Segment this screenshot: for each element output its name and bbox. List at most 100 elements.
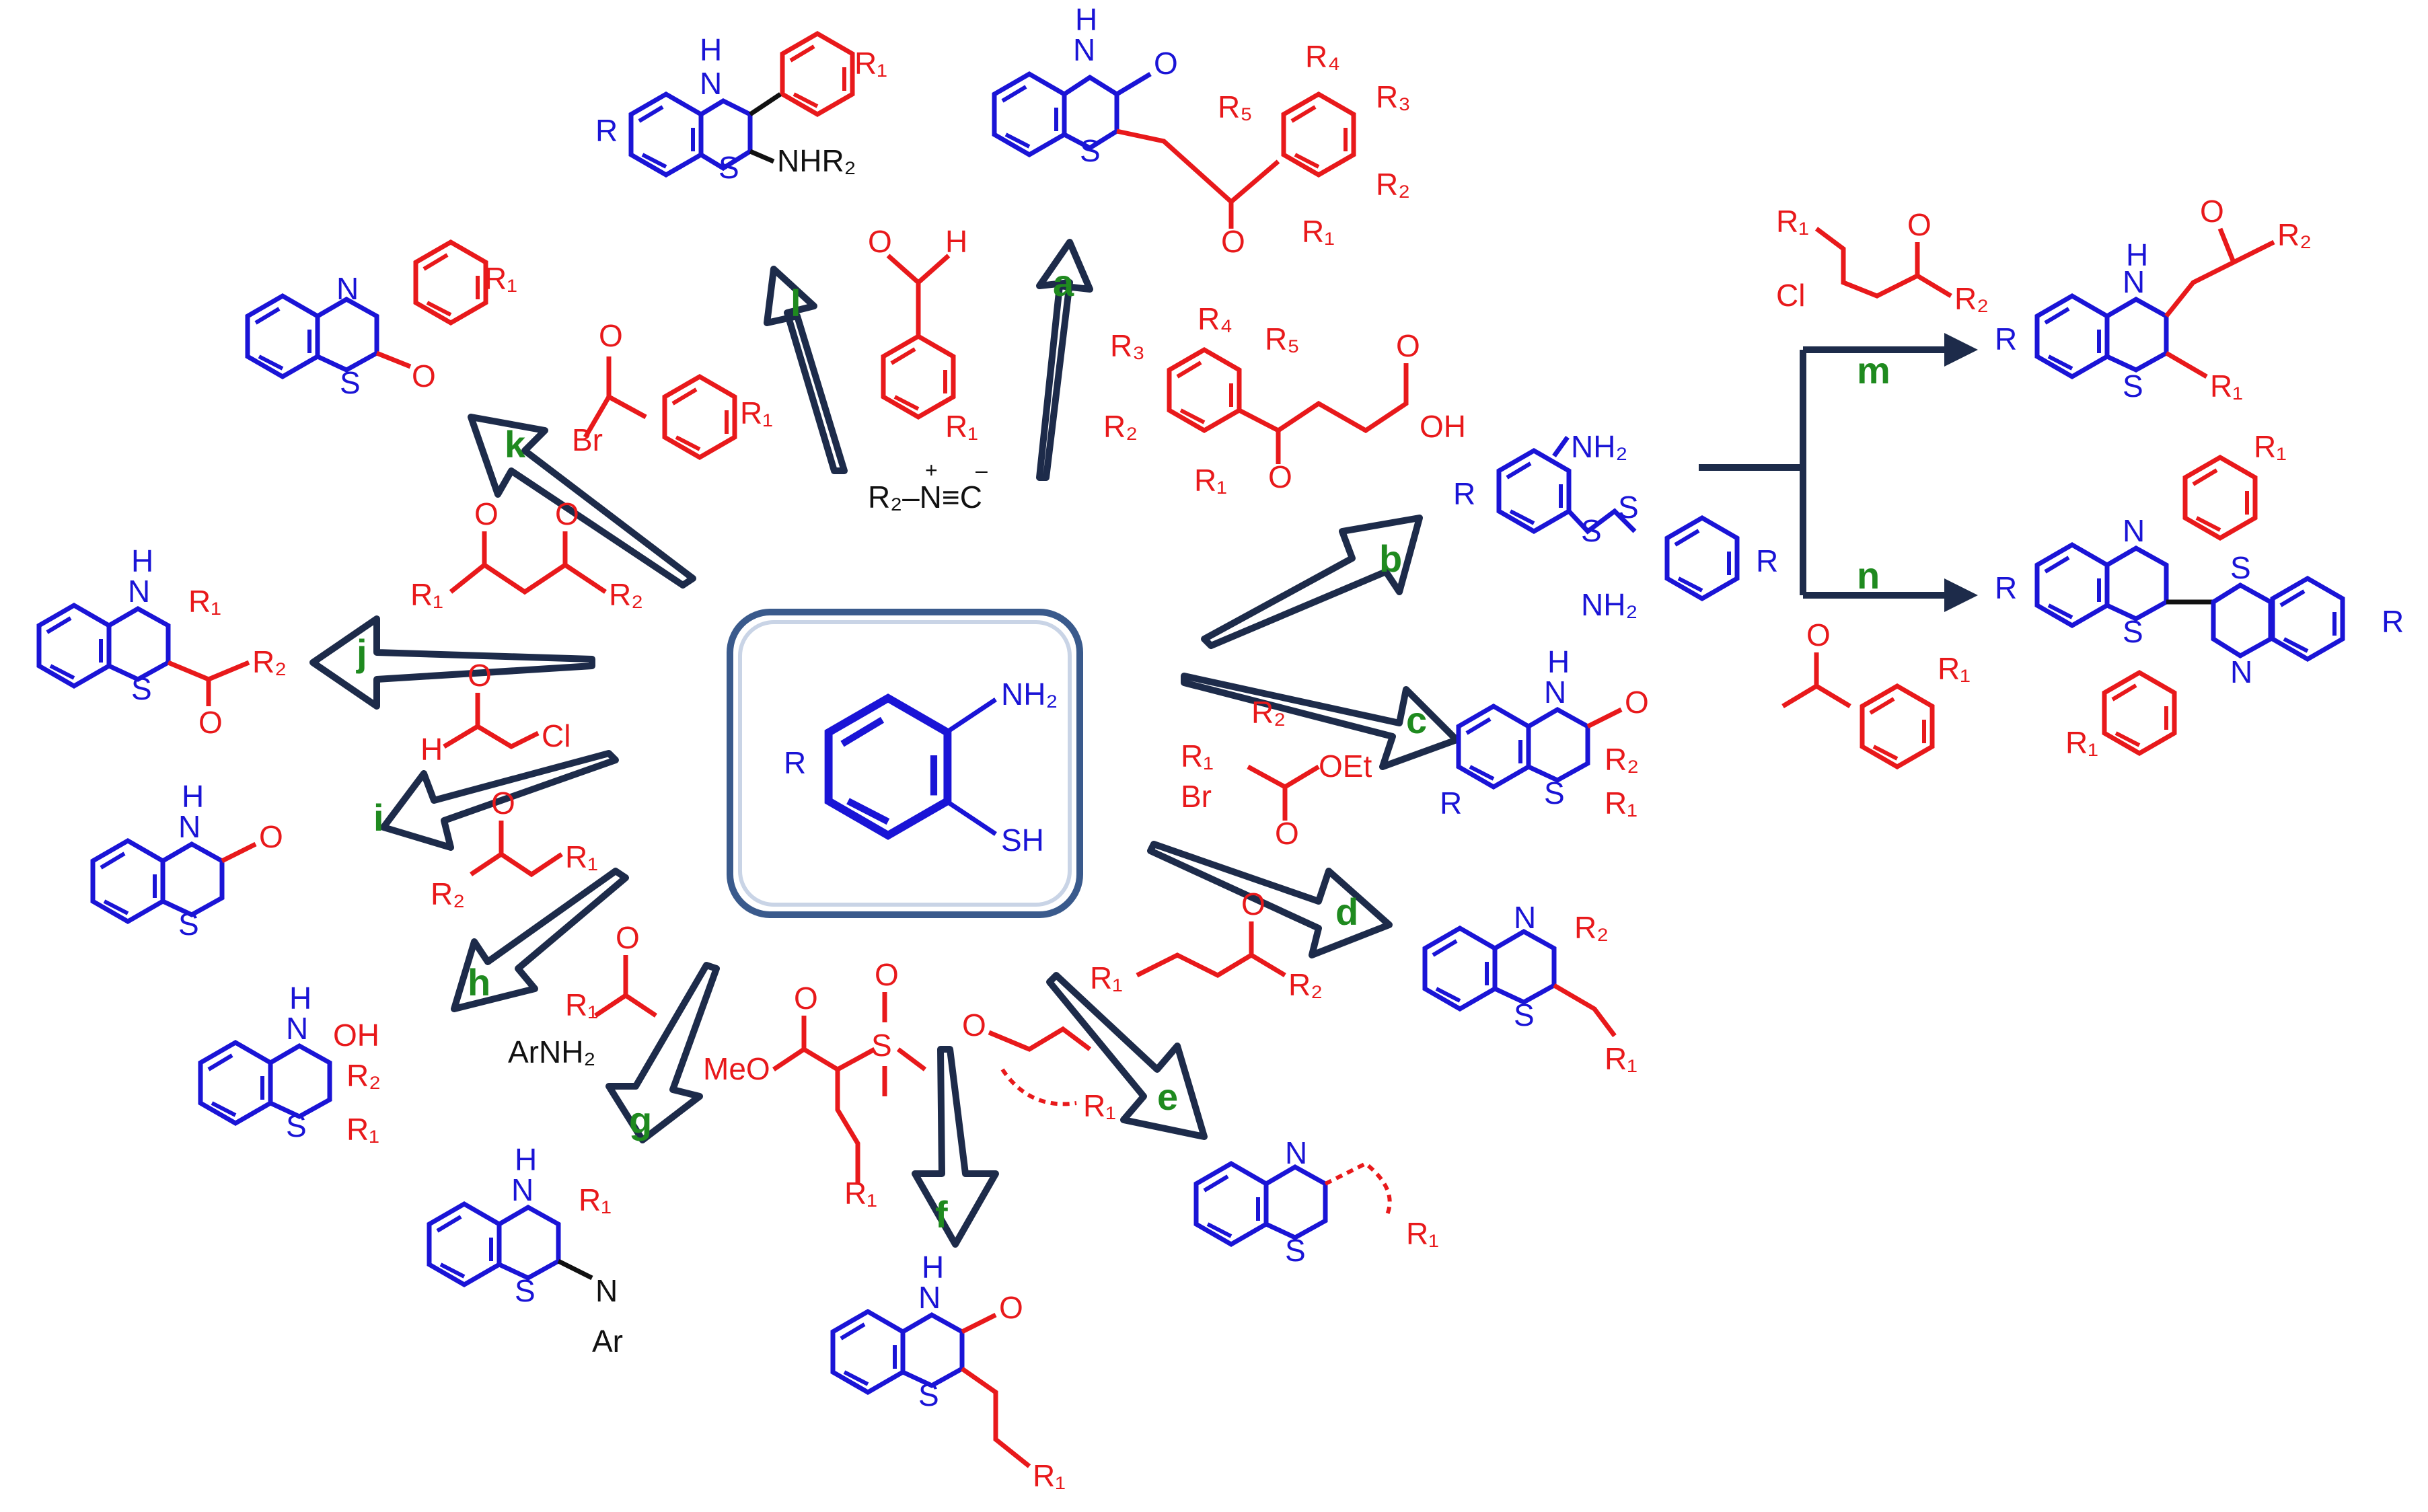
label-j: j (356, 632, 367, 674)
svg-text:O: O (1907, 207, 1932, 242)
svg-text:R₂: R₂ (252, 644, 287, 679)
label-f: f (935, 1193, 948, 1236)
svg-text:S: S (2123, 614, 2143, 649)
svg-text:N: N (918, 1280, 941, 1315)
svg-text:H: H (289, 981, 311, 1016)
svg-text:S: S (1618, 490, 1639, 525)
central-thiol-label: SH (1001, 823, 1044, 858)
svg-text:+: + (925, 458, 938, 482)
svg-text:Br: Br (1181, 779, 1212, 814)
svg-text:O: O (1154, 46, 1178, 81)
svg-text:S: S (1080, 133, 1101, 168)
svg-text:R: R (2382, 604, 2404, 639)
svg-text:O: O (1275, 816, 1299, 851)
svg-text:N: N (336, 271, 359, 306)
branch-arrows-m-n (1699, 333, 1978, 612)
svg-text:R₁: R₁ (565, 987, 598, 1022)
svg-text:S: S (286, 1108, 307, 1143)
reagent-d: R₁ O R₂ (1090, 886, 1323, 1002)
product-a: N H S O O R₅ R₄ R₃ R₂ R₁ (994, 2, 1411, 259)
svg-text:NHR₂: NHR₂ (777, 143, 856, 178)
svg-text:S: S (131, 671, 152, 706)
product-h: N H S OH R₂ R₁ (200, 981, 381, 1147)
reagent-a: R₃ R₄ R₅ R₂ R₁ O O OH (1103, 301, 1466, 498)
arrow-k (468, 414, 696, 589)
svg-text:O: O (1241, 886, 1265, 921)
svg-text:R₁: R₁ (1090, 960, 1123, 995)
svg-text:H: H (515, 1142, 537, 1177)
svg-text:ArNH₂: ArNH₂ (508, 1034, 595, 1069)
svg-text:R₃: R₃ (1376, 79, 1411, 114)
svg-text:S: S (1514, 997, 1535, 1032)
svg-text:S: S (515, 1273, 536, 1308)
svg-text:R₄: R₄ (1198, 301, 1233, 336)
svg-text:N: N (1073, 32, 1095, 67)
svg-text:O: O (491, 786, 515, 821)
svg-text:N: N (1285, 1135, 1307, 1170)
svg-text:R₁: R₁ (484, 261, 517, 296)
central-r-label: R (784, 745, 806, 780)
svg-text:R₂: R₂ (1376, 167, 1410, 202)
svg-text:R₁: R₁ (2065, 725, 2098, 760)
reagent-h: O R₂ R₁ (431, 786, 598, 911)
reagent-c: R₁ R₂ Br O OEt (1181, 695, 1372, 851)
svg-text:O: O (1625, 685, 1649, 720)
svg-text:N: N (700, 66, 722, 101)
svg-text:NH₂: NH₂ (1581, 587, 1638, 622)
label-c: c (1406, 699, 1427, 741)
svg-text:R: R (595, 113, 618, 148)
central-amine-label: NH₂ (1001, 677, 1058, 712)
svg-text:–: – (976, 458, 988, 482)
svg-text:R₁: R₁ (1181, 739, 1214, 773)
svg-text:Br: Br (572, 422, 603, 457)
svg-text:R: R (1453, 476, 1475, 511)
svg-text:R₂: R₂ (1574, 910, 1609, 945)
arrow-b (1201, 515, 1423, 649)
svg-text:S: S (340, 365, 361, 400)
svg-text:S: S (178, 907, 199, 942)
product-c: N H S R O R₂ R₁ (1440, 644, 1649, 821)
svg-text:R₂: R₂ (1288, 967, 1323, 1002)
reagent-e: O R₁ (962, 1008, 1116, 1123)
svg-text:O: O (999, 1290, 1023, 1325)
svg-text:R₁: R₁ (1938, 651, 1971, 686)
label-m: m (1857, 349, 1890, 391)
arrow-labels: a l k j i h g f e d c b m n (356, 262, 1890, 1236)
product-i: N H S O (93, 779, 283, 942)
svg-text:R₂: R₂ (1103, 409, 1138, 444)
arrow-a (1036, 239, 1093, 481)
svg-text:O: O (468, 658, 492, 693)
svg-text:O: O (1221, 224, 1245, 259)
arrow-e (1046, 972, 1208, 1140)
svg-text:NH₂: NH₂ (1571, 429, 1627, 464)
svg-text:N: N (1544, 675, 1566, 710)
svg-text:N: N (511, 1172, 534, 1207)
svg-text:O: O (868, 224, 892, 259)
svg-text:N: N (2123, 513, 2145, 548)
label-g: g (629, 1099, 652, 1141)
svg-text:R₂: R₂ (609, 577, 643, 612)
svg-text:H: H (1547, 644, 1570, 679)
product-f: N H S O R₁ (833, 1250, 1066, 1493)
svg-text:R: R (1995, 322, 2017, 356)
svg-text:N: N (178, 809, 200, 844)
product-n: N S R R₁ S N R R₁ (1995, 429, 2404, 760)
svg-text:R₁: R₁ (844, 1176, 877, 1211)
reagent-l: O H R₁ R₂–N≡C + – (868, 224, 988, 515)
svg-text:H: H (945, 224, 967, 259)
svg-text:R₁: R₁ (579, 1182, 612, 1217)
svg-text:S: S (918, 1377, 939, 1412)
svg-text:R₁: R₁ (1033, 1458, 1066, 1493)
central-reactant: NH₂ SH R (727, 609, 1083, 918)
reaction-arrows (309, 239, 1460, 1248)
svg-text:R₁: R₁ (565, 839, 598, 874)
svg-text:R₁: R₁ (1776, 204, 1809, 239)
svg-text:S: S (1285, 1233, 1306, 1268)
svg-text:O: O (259, 819, 283, 854)
svg-text:R₁: R₁ (740, 395, 773, 430)
svg-text:O: O (1396, 328, 1420, 363)
svg-text:R₁: R₁ (1605, 1041, 1638, 1076)
svg-text:S: S (2123, 369, 2143, 404)
svg-text:R₂: R₂ (1605, 742, 1639, 777)
svg-text:R₁: R₁ (854, 46, 887, 81)
